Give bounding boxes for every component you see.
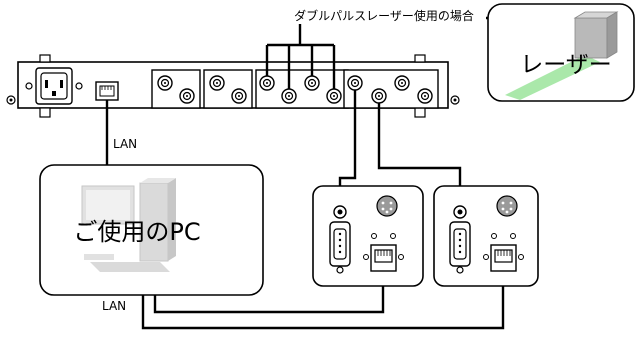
bnc-connector-icon: [209, 75, 225, 91]
mini-din-connector-icon: [496, 195, 518, 217]
rj45-connector-icon: [483, 233, 524, 272]
computer-icon: [81, 178, 176, 272]
bnc-group-2: [203, 69, 253, 109]
laser-label: レーザー: [520, 52, 612, 78]
bnc-connector-icon: [304, 75, 320, 91]
device-module-2: [433, 185, 539, 287]
bnc-connector-icon: [394, 75, 410, 91]
bnc-connector-icon: [231, 88, 247, 104]
bnc-connector-icon: [417, 88, 433, 104]
power-inlet-icon: [25, 67, 83, 105]
bnc-connector-icon: [179, 88, 195, 104]
lan-port-icon: [95, 81, 119, 101]
bnc-connector-icon: [326, 88, 342, 104]
pc-label: ご使用のPC: [73, 218, 200, 246]
bnc-connector-icon: [347, 75, 363, 91]
lan-bottom-label: LAN: [102, 299, 126, 313]
bnc-group-4: [343, 69, 439, 109]
db9-connector-icon: [449, 221, 471, 274]
lan-top-label: LAN: [113, 137, 137, 151]
bnc-connector-icon: [453, 205, 467, 219]
bnc-connector-icon: [371, 88, 387, 104]
bnc-connector-icon: [333, 205, 347, 219]
bnc-group-3: [255, 69, 349, 109]
device-module-1: [312, 185, 424, 287]
bnc-connector-icon: [157, 75, 173, 91]
laser-module-icon: [505, 11, 619, 100]
mini-din-connector-icon: [376, 195, 398, 217]
bnc-connector-icon: [259, 75, 275, 91]
pc-callout: ご使用のPC: [39, 164, 264, 296]
bnc-group-1: [151, 69, 201, 109]
laser-callout: レーザー: [487, 3, 635, 102]
rj45-connector-icon: [363, 233, 404, 272]
bnc-connector-icon: [281, 88, 297, 104]
dual-pulse-note: ダブルパルスレーザー使用の場合: [294, 8, 474, 23]
lan-cable-bottom: [141, 274, 505, 330]
db9-connector-icon: [329, 221, 351, 274]
